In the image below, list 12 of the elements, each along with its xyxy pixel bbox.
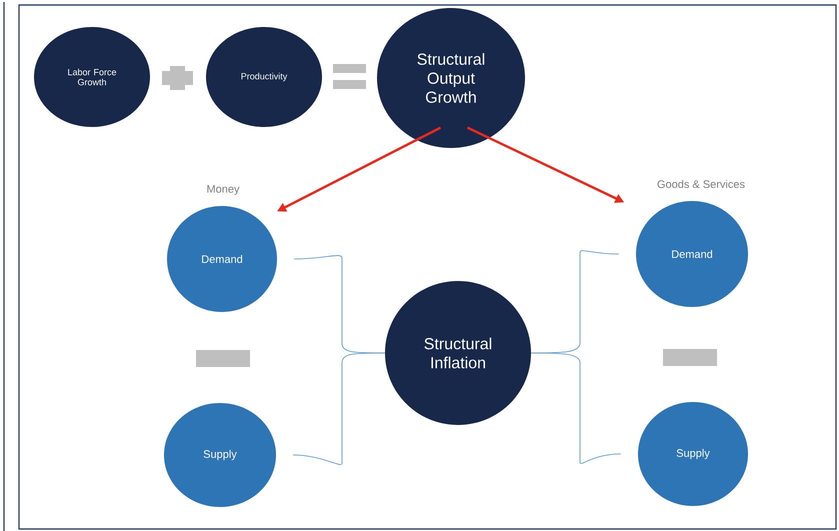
circle-node: Supply <box>638 402 748 506</box>
circle-node: Labor Force Growth <box>34 27 150 127</box>
circle-node: Demand <box>167 206 277 312</box>
bracket-line <box>530 352 622 464</box>
circle-node: Structural Output Growth <box>377 8 525 148</box>
circle-node: Structural Inflation <box>385 281 531 425</box>
group-label: Money <box>207 185 240 195</box>
circle-node: Productivity <box>206 27 322 127</box>
group-label: Goods & Services <box>658 180 745 188</box>
bracket-line <box>292 352 386 465</box>
circle-node: Demand <box>636 201 748 307</box>
circle-node: Supply <box>164 403 276 507</box>
